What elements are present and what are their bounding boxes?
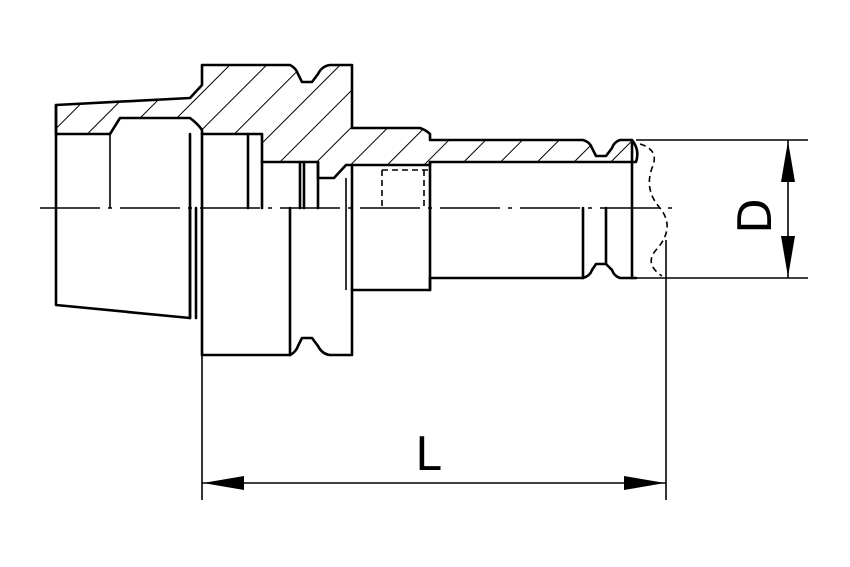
dim-l-arrow-left <box>203 476 244 490</box>
section-hatched-upper-half <box>54 63 639 180</box>
dim-l-arrow-right <box>624 476 665 490</box>
dim-l-label: L <box>415 427 441 481</box>
dim-d-label: D <box>728 198 782 233</box>
shank-lower-outline <box>350 262 638 292</box>
taper-body-outline <box>54 103 192 320</box>
break-line <box>639 143 668 277</box>
flange-outline <box>200 132 354 357</box>
dim-d-arrow-top <box>781 141 795 182</box>
dim-d-arrow-bottom <box>781 236 795 277</box>
